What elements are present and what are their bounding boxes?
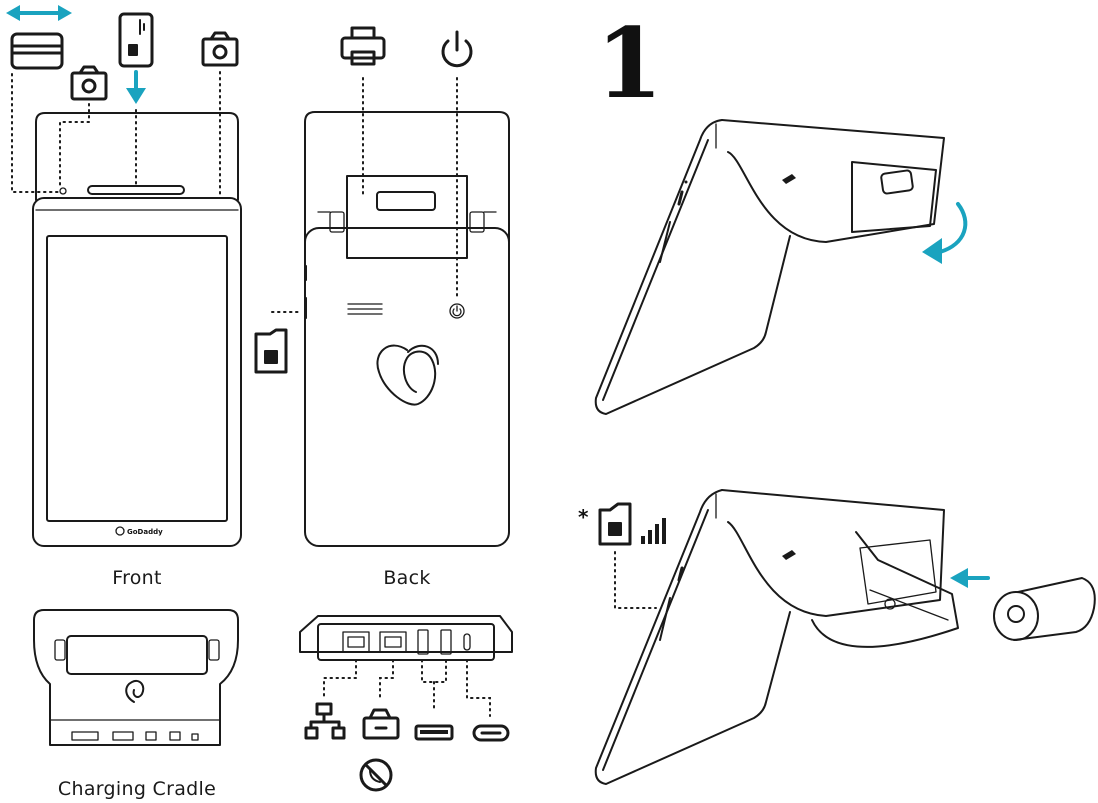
swipe-arrow-icon	[6, 5, 72, 21]
footnote-marker: *	[578, 505, 589, 529]
back-view: Back	[254, 26, 510, 589]
sim-card-icon	[598, 502, 632, 546]
ethernet-icon	[304, 702, 346, 740]
g-logo	[376, 344, 439, 406]
front-label: Front	[112, 567, 162, 589]
back-label: Back	[383, 567, 430, 589]
printer-icon	[340, 26, 386, 66]
step-number: 1	[596, 7, 663, 120]
device-step1-paper-load: *	[578, 489, 1096, 785]
chip-card-icon	[118, 12, 154, 68]
cradle-label: Charging Cradle	[58, 778, 216, 800]
rotate-arrow-icon	[922, 202, 968, 264]
ports-strip	[299, 615, 513, 792]
sim-card-icon	[254, 328, 288, 374]
insert-paper-arrow-icon	[950, 568, 990, 588]
usb-c-icon	[472, 724, 510, 742]
usb-a-icon	[414, 724, 454, 741]
signal-bars-icon	[641, 518, 666, 544]
device-step1-open-door	[594, 119, 968, 415]
front-view: GoDaddy Front	[6, 5, 242, 589]
insert-arrow-icon	[126, 70, 146, 104]
brand-label: GoDaddy	[127, 528, 163, 536]
paper-roll-icon	[993, 577, 1096, 641]
card-swipe-icon	[10, 32, 64, 70]
brand-logo: GoDaddy	[115, 526, 163, 536]
power-icon	[441, 30, 473, 68]
charging-cradle: Charging Cradle	[33, 609, 239, 800]
no-phone-icon	[359, 758, 393, 792]
camera-icon	[70, 65, 108, 101]
cash-drawer-icon	[362, 708, 400, 740]
camera-icon	[201, 31, 239, 67]
